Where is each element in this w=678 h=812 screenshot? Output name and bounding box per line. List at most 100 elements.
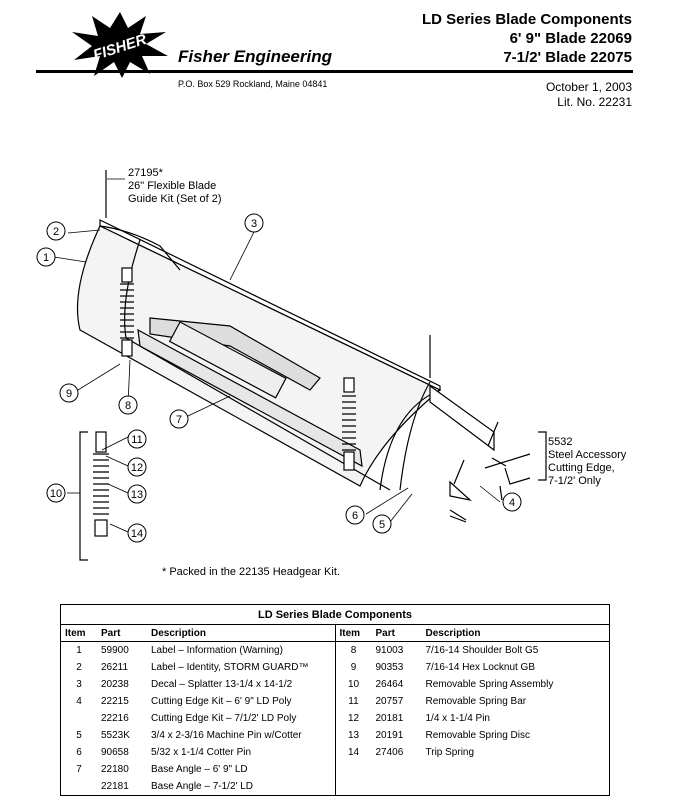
cell-item: 4 (76, 696, 82, 707)
header-description: Description (421, 625, 609, 642)
fisher-logo: FISHER (72, 12, 168, 78)
cell-description: Removable Spring Disc (425, 730, 531, 741)
parts-table-title: LD Series Blade Components (61, 605, 609, 625)
doc-lit-number: Lit. No. 22231 (557, 95, 632, 109)
cell-item: 5 (76, 730, 82, 741)
doc-title-line-2: 6' 9" Blade 22069 (509, 30, 632, 47)
table-row: 22181 Base Angle – 7-1/2' LD (61, 778, 335, 795)
callout-10: 10 (50, 488, 62, 500)
callout-8: 8 (125, 400, 131, 412)
table-row: 6 90658 5/32 x 1-1/4 Cotter Pin (61, 744, 335, 761)
cell-description: Base Angle – 6' 9" LD (151, 764, 248, 775)
doc-title-line-1: LD Series Blade Components (421, 11, 632, 28)
cell-description: Trip Spring (425, 747, 475, 758)
table-row: 12 20181 1/4 x 1-1/4 Pin (336, 710, 610, 727)
header-part: Part (97, 625, 147, 642)
callout-5: 5 (379, 519, 385, 531)
cell-description: Cutting Edge Kit – 6' 9" LD Poly (151, 696, 292, 707)
table-row (336, 761, 610, 778)
callout-14: 14 (131, 528, 143, 540)
header-part: Part (371, 625, 422, 642)
table-row (336, 778, 610, 795)
label-27195-line2: 26" Flexible Blade (128, 180, 216, 192)
company-address: P.O. Box 529 Rockland, Maine 04841 (178, 79, 328, 89)
table-row: 13 20191 Removable Spring Disc (336, 727, 610, 744)
cell-part: 90658 (101, 747, 129, 758)
callout-6: 6 (352, 510, 358, 522)
cell-description: 3/4 x 2-3/16 Machine Pin w/Cotter (151, 730, 302, 741)
table-row: 14 27406 Trip Spring (336, 744, 610, 761)
callout-12: 12 (131, 462, 143, 474)
cell-part: 22216 (101, 713, 129, 724)
cell-description: Cutting Edge Kit – 7/1/2' LD Poly (151, 713, 297, 724)
doc-title-line-3: 7-1/2' Blade 22075 (503, 49, 632, 66)
cell-part: 22180 (101, 764, 129, 775)
cell-description: 1/4 x 1-1/4 Pin (425, 713, 490, 724)
cell-description: 5/32 x 1-1/4 Cotter Pin (151, 747, 252, 758)
header-item: Item (335, 625, 372, 642)
callout-2: 2 (53, 226, 59, 238)
cell-description: Base Angle – 7-1/2' LD (151, 781, 253, 792)
cell-part: 20757 (375, 696, 404, 707)
cell-description: 7/16-14 Shoulder Bolt G5 (425, 645, 539, 656)
cell-item: 10 (347, 679, 360, 690)
callout-4: 4 (509, 497, 515, 509)
label-27195-part: 27195* (128, 167, 164, 179)
cell-item: 11 (348, 696, 359, 707)
callout-9: 9 (66, 388, 72, 400)
cell-description (422, 778, 610, 795)
cell-item: 13 (347, 730, 360, 741)
table-row: 3 20238 Decal – Splatter 13-1/4 x 14-1/2 (61, 676, 335, 693)
header-rule (36, 70, 633, 73)
label-5532-part: 5532 (548, 436, 572, 448)
cell-item: 8 (350, 645, 357, 656)
callout-3: 3 (251, 218, 257, 230)
cell-item: 14 (347, 747, 360, 758)
cell-item (61, 710, 97, 727)
label-5532-line4: 7-1/2' Only (548, 475, 601, 487)
cell-description: Decal – Splatter 13-1/4 x 14-1/2 (151, 679, 293, 690)
cell-part (372, 761, 422, 778)
cell-item: 1 (76, 645, 82, 656)
cell-part: 20191 (375, 730, 404, 741)
cell-part: 27406 (375, 747, 404, 758)
cell-part: 90353 (375, 662, 404, 673)
cell-item (336, 778, 372, 795)
cell-description: 7/16-14 Hex Locknut GB (425, 662, 536, 673)
company-name: Fisher Engineering (178, 47, 332, 66)
callout-13: 13 (131, 489, 143, 501)
cell-item: 9 (350, 662, 357, 673)
cell-part: 59900 (101, 645, 129, 656)
cell-item: 7 (76, 764, 82, 775)
table-row: 9 90353 7/16-14 Hex Locknut GB (336, 659, 610, 676)
doc-date: October 1, 2003 (545, 80, 632, 94)
callout-7: 7 (176, 414, 182, 426)
cell-item: 6 (76, 747, 82, 758)
cell-description: Removable Spring Assembly (425, 679, 554, 690)
cell-part: 20181 (375, 713, 404, 724)
cell-part (372, 778, 422, 795)
label-5532-line3: Cutting Edge, (548, 462, 615, 474)
cell-description (422, 761, 610, 778)
table-row: 4 22215 Cutting Edge Kit – 6' 9" LD Poly (61, 693, 335, 710)
cell-item (61, 778, 97, 795)
callout-1: 1 (43, 252, 49, 264)
cell-item: 12 (347, 713, 360, 724)
label-5532-line2: Steel Accessory (548, 449, 627, 461)
blade-exploded-diagram: 1 2 3 4 5 6 7 8 9 10 11 12 13 14 27195* … (36, 167, 627, 561)
cell-part: 22215 (101, 696, 129, 707)
cell-item (336, 761, 372, 778)
cell-item: 3 (76, 679, 82, 690)
footnote: * Packed in the 22135 Headgear Kit. (162, 566, 340, 578)
table-row: 7 22180 Base Angle – 6' 9" LD (61, 761, 335, 778)
cell-part: 20238 (101, 679, 129, 690)
cell-part: 22181 (101, 781, 129, 792)
